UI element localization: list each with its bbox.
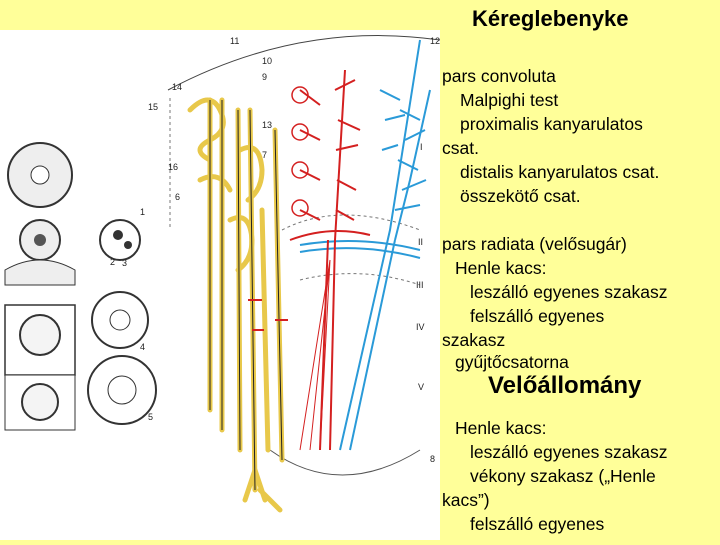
text-line: vékony szakasz („Henle bbox=[470, 466, 656, 486]
nephron-diagram: 11 12 10 9 14 15 13 16 7 6 1 2 3 4 5 8 I… bbox=[0, 30, 441, 540]
segment-markers bbox=[248, 299, 288, 331]
section-title: Velőállomány bbox=[488, 372, 642, 399]
label-12: 12 bbox=[430, 36, 440, 46]
text-line: distalis kanyarulatos csat. bbox=[460, 162, 660, 182]
tubule-lines bbox=[187, 97, 285, 513]
text-line: leszálló egyenes szakasz bbox=[470, 442, 668, 462]
label-10: 10 bbox=[262, 56, 272, 66]
label-1: 1 bbox=[140, 207, 145, 217]
label-4: 4 bbox=[140, 342, 145, 352]
text-line: csat. bbox=[442, 138, 479, 158]
label-14: 14 bbox=[172, 82, 182, 92]
label-6: 6 bbox=[175, 192, 180, 202]
zone-V: V bbox=[418, 382, 424, 392]
zone-III: III bbox=[416, 280, 424, 290]
text-line: pars convoluta bbox=[442, 66, 556, 86]
text-line: Henle kacs: bbox=[455, 258, 547, 278]
label-7: 7 bbox=[262, 150, 267, 160]
nephron-illustration: 11 12 10 9 14 15 13 16 7 6 1 2 3 4 5 8 I… bbox=[4, 35, 441, 513]
label-8: 8 bbox=[430, 454, 435, 464]
zone-I: I bbox=[420, 142, 423, 152]
zone-II: II bbox=[418, 237, 423, 247]
text-line: pars radiata (velősugár) bbox=[442, 234, 627, 254]
text-line: proximalis kanyarulatos bbox=[460, 114, 643, 134]
text-line: összekötő csat. bbox=[460, 186, 581, 206]
capsule-line bbox=[167, 35, 441, 91]
label-15: 15 bbox=[148, 102, 158, 112]
number-labels: 11 12 10 9 14 15 13 16 7 6 1 2 3 4 5 8 bbox=[110, 36, 440, 464]
text-line: leszálló egyenes szakasz bbox=[470, 282, 668, 302]
label-13: 13 bbox=[262, 120, 272, 130]
glomeruli bbox=[291, 86, 309, 217]
text-line: felszálló egyenes bbox=[470, 306, 605, 326]
zone-IV: IV bbox=[416, 322, 425, 332]
label-16: 16 bbox=[168, 162, 178, 172]
label-2: 2 bbox=[110, 257, 115, 267]
text-line: gyűjtőcsatorna bbox=[455, 352, 569, 372]
vein-tree bbox=[299, 39, 431, 451]
text-line: Henle kacs: bbox=[455, 418, 547, 438]
text-line: Malpighi test bbox=[460, 90, 559, 110]
cross-sections bbox=[4, 142, 157, 431]
text-line: felszálló egyenes bbox=[470, 514, 605, 534]
label-3: 3 bbox=[122, 258, 127, 268]
zone-labels: I II III IV V bbox=[416, 142, 425, 392]
text-line: kacs”) bbox=[442, 490, 490, 510]
label-5: 5 bbox=[148, 412, 153, 422]
artery-tree bbox=[289, 69, 371, 451]
label-11: 11 bbox=[230, 36, 239, 46]
page-title: Kéreglebenyke bbox=[472, 6, 629, 31]
text-line: szakasz bbox=[442, 330, 506, 350]
label-9: 9 bbox=[262, 72, 267, 82]
